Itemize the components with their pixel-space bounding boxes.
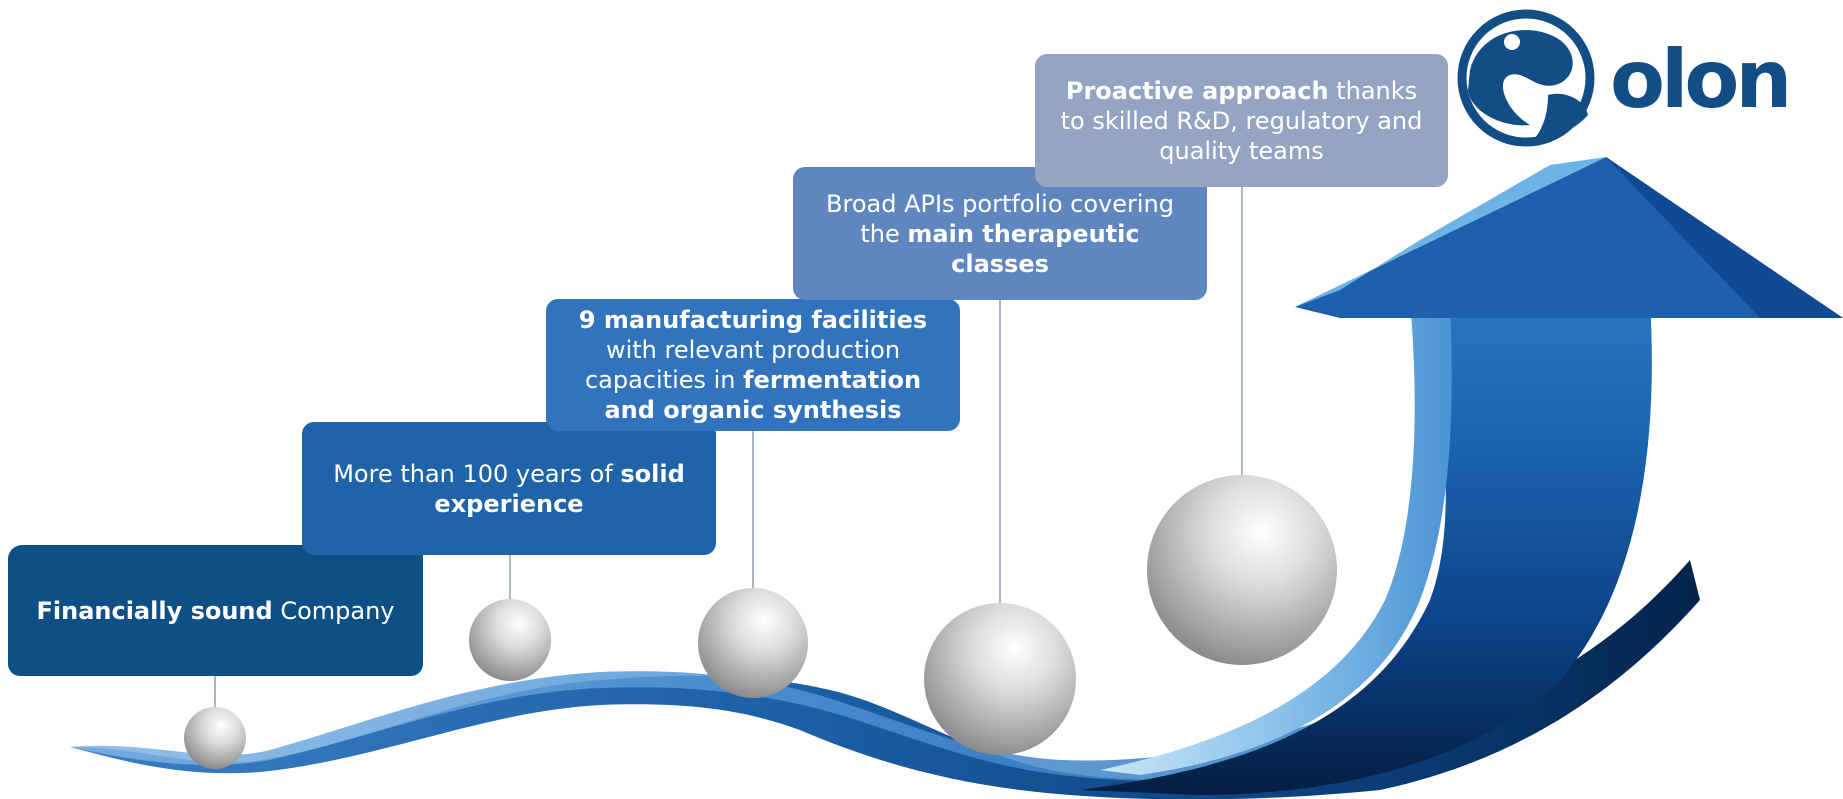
sphere-1 [184, 707, 246, 769]
step-2-text: More than 100 years of solid experience [320, 459, 698, 519]
step-4-bold: main therapeutic classes [907, 219, 1140, 278]
step-3-normal: with relevant production capacities in [584, 336, 901, 394]
step-2-normal: More than 100 years of [333, 459, 621, 488]
step-box-2: More than 100 years of solid experience [302, 422, 716, 555]
arrow-head-top [1295, 157, 1606, 307]
step-box-5: Proactive approach thanks to skilled R&D… [1035, 54, 1448, 187]
step-3-text: 9 manufacturing facilities with relevant… [564, 305, 942, 425]
step-4-text: Broad APIs portfolio covering the main t… [811, 189, 1189, 279]
step-3-bold-a: 9 manufacturing facilities [578, 306, 928, 334]
step-box-1: Financially sound Company [8, 545, 423, 676]
step-box-4: Broad APIs portfolio covering the main t… [793, 167, 1207, 300]
step-1-text: Financially sound Company [36, 596, 394, 626]
step-3-bold-b: fermentation and organic synthesis [604, 366, 922, 424]
arrow-head-side [1606, 157, 1843, 318]
step-1-bold: Financially sound [36, 596, 273, 625]
olon-logo-icon [1457, 9, 1595, 147]
arrow-highlight [1100, 300, 1452, 775]
step-1-normal: Company [272, 596, 395, 625]
sphere-3 [698, 588, 808, 698]
arrow-shaft [1080, 300, 1652, 795]
sphere-4 [924, 603, 1076, 755]
ribbon-shadow [70, 560, 1700, 799]
step-4-normal: Broad APIs portfolio covering the [826, 189, 1174, 248]
sphere-5 [1147, 475, 1337, 665]
step-5-normal: thanks to skilled R&D, regulatory and qu… [1060, 76, 1423, 165]
brand-wordmark: olon [1610, 33, 1792, 126]
sphere-2 [469, 599, 551, 681]
step-box-3: 9 manufacturing facilities with relevant… [546, 299, 960, 431]
step-5-text: Proactive approach thanks to skilled R&D… [1053, 76, 1430, 166]
step-5-bold: Proactive approach [1065, 76, 1329, 105]
arrow-head [1295, 157, 1843, 318]
step-2-bold: solid experience [434, 459, 685, 518]
